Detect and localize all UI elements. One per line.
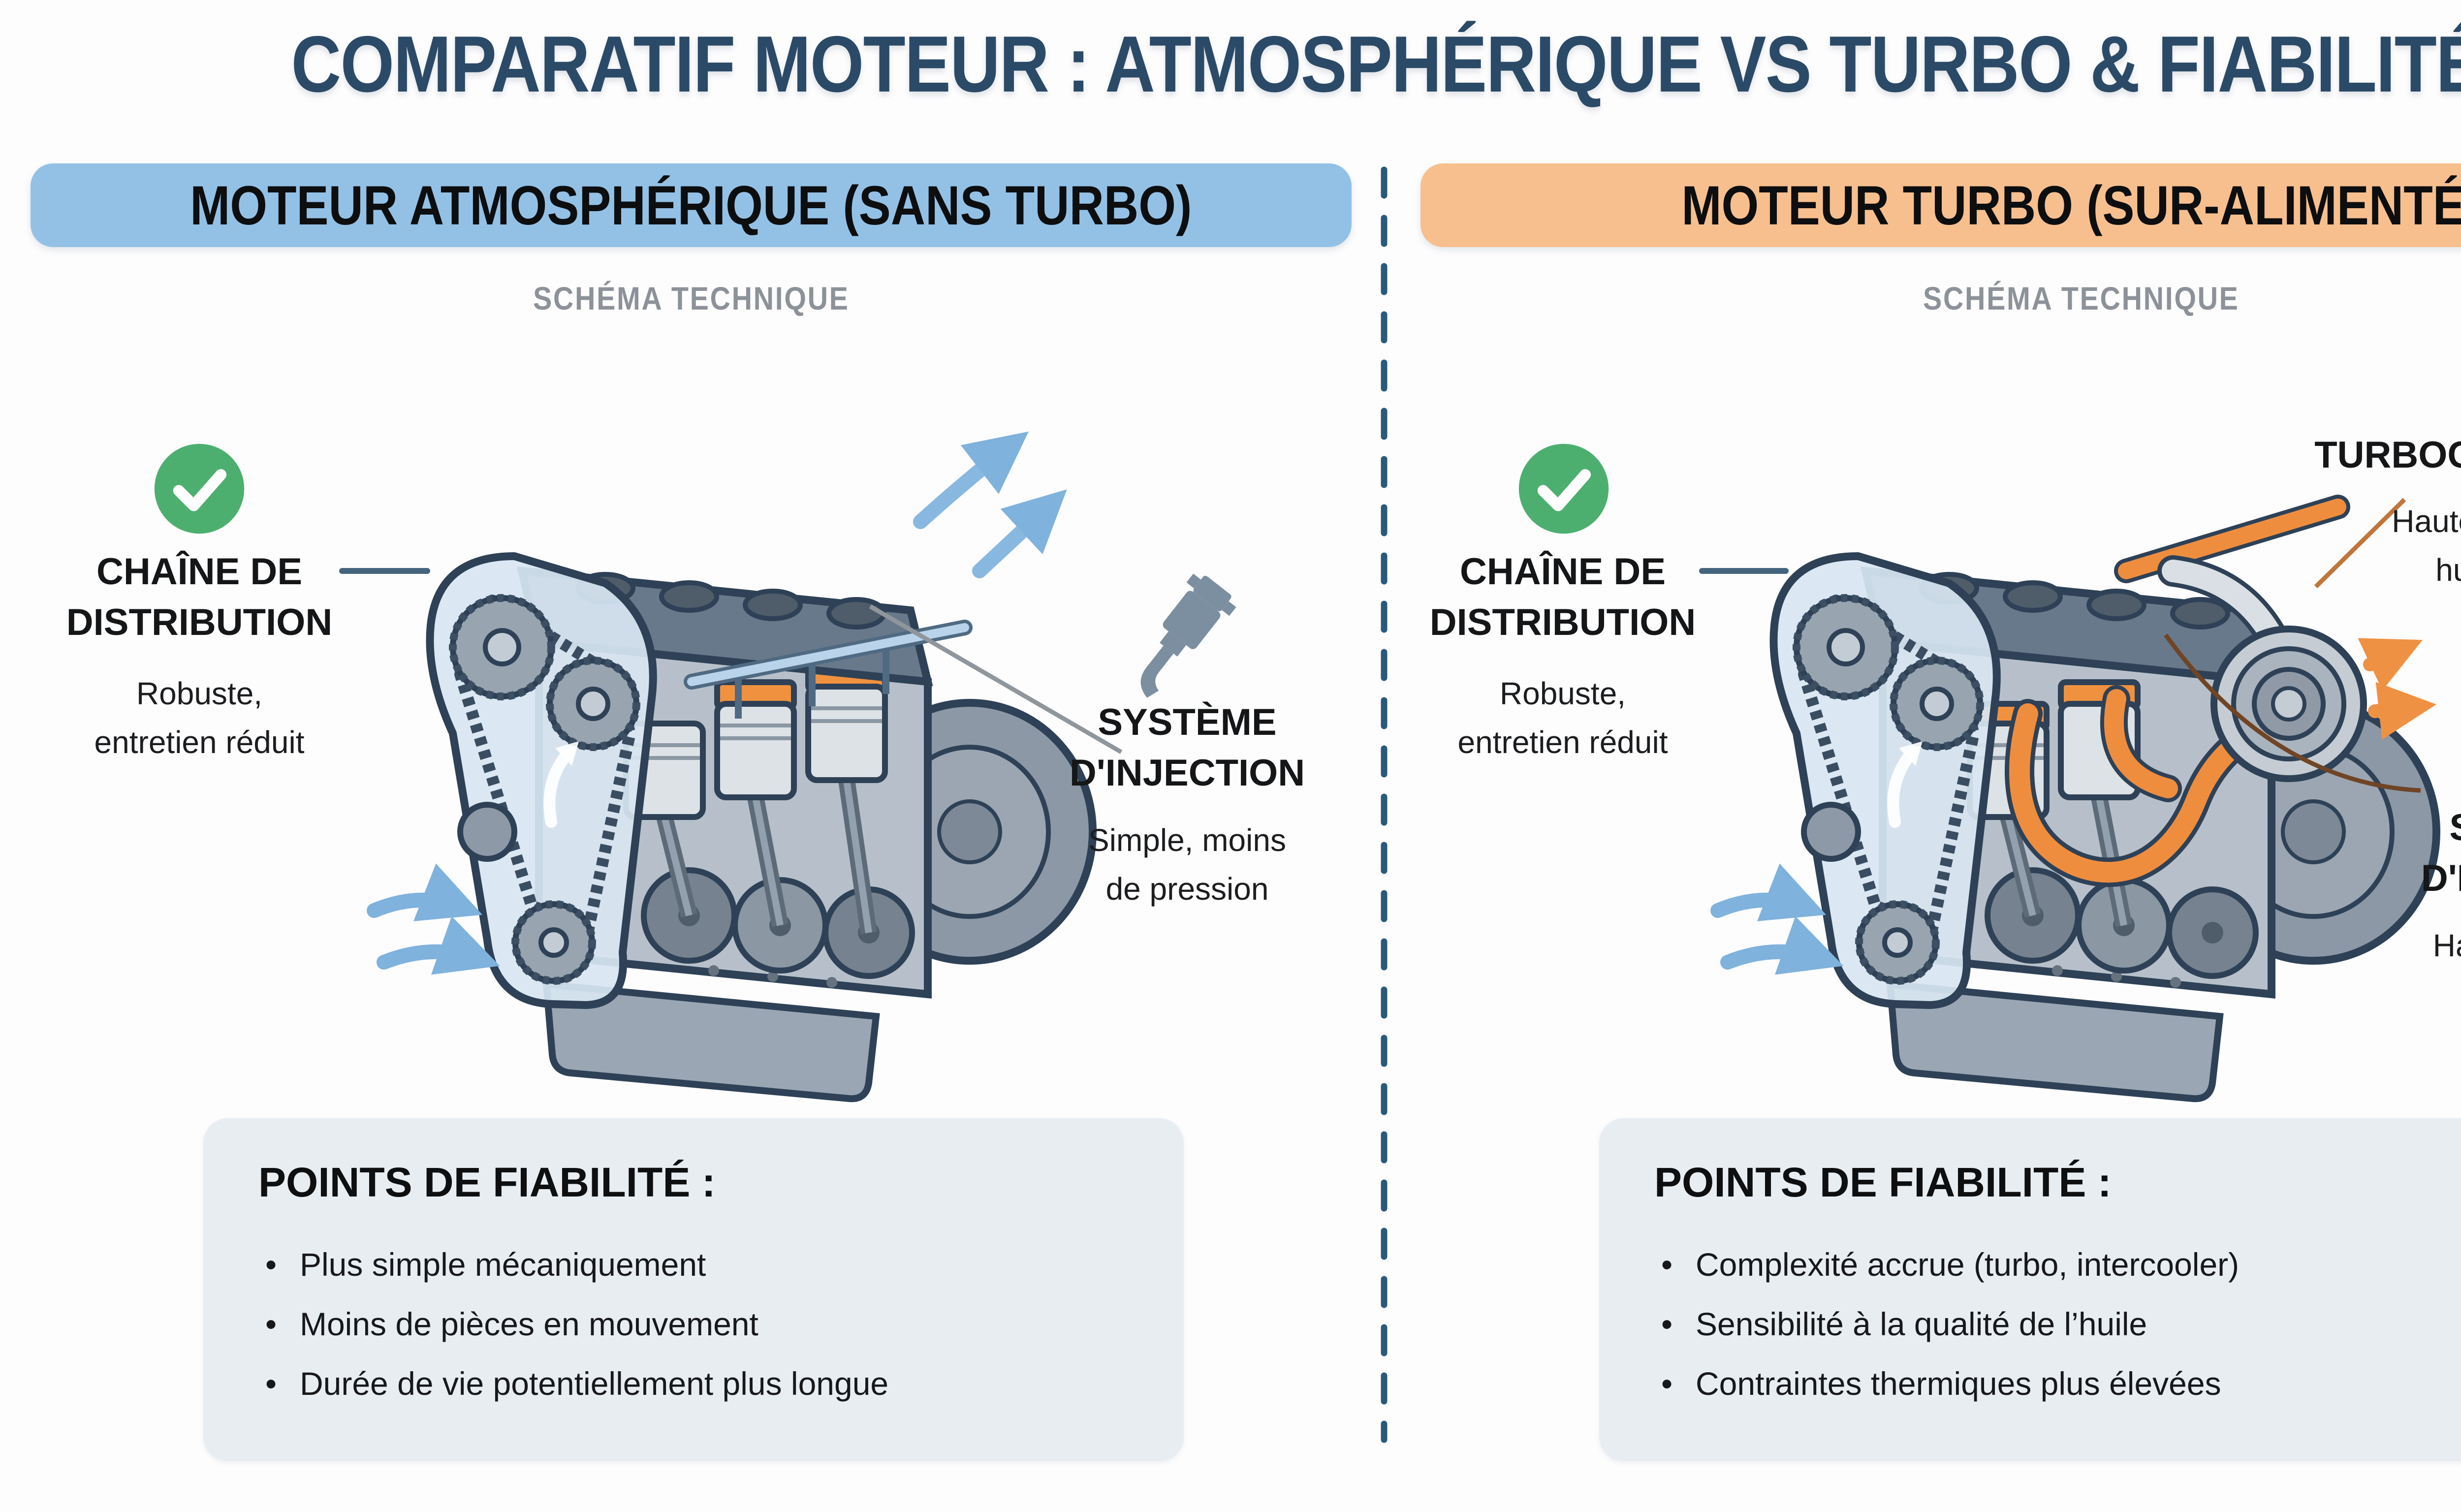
turbo-desc: Haute température, huile cruciale bbox=[2392, 504, 2461, 588]
injection-desc: Haute pression bbox=[2432, 928, 2461, 963]
oil-pan bbox=[542, 980, 880, 1102]
list-item: Sensibilité à la qualité de l’huile bbox=[1657, 1294, 2461, 1354]
reliability-box-turbo: POINTS DE FIABILITÉ : Complexité accrue … bbox=[1599, 1118, 2461, 1461]
list-item: Moins de pièces en mouvement bbox=[261, 1294, 1184, 1354]
list-item: Contraintes thermiques plus élevées bbox=[1657, 1354, 2461, 1414]
chain-title: CHAÎNE DE DISTRIBUTION bbox=[1429, 551, 1696, 643]
list-item: Complexité accrue (turbo, intercooler) bbox=[1657, 1235, 2461, 1294]
turbo-title: TURBOCOMPRESSEUR bbox=[2314, 434, 2461, 476]
reliability-title: POINTS DE FIABILITÉ : bbox=[258, 1159, 716, 1205]
check-icon bbox=[1518, 443, 1609, 534]
reliability-list: Complexité accrue (turbo, intercooler) S… bbox=[1657, 1235, 2461, 1414]
oil-pan bbox=[1886, 980, 2224, 1102]
chain-desc: Robuste, entretien réduit bbox=[94, 676, 305, 760]
chain-desc: Robuste, entretien réduit bbox=[1457, 676, 1668, 760]
chain-label-left: CHAÎNE DE DISTRIBUTION Robuste, entretie… bbox=[27, 537, 372, 776]
header-band-turbo: MOTEUR TURBO (SUR-ALIMENTÉ) bbox=[1420, 163, 2461, 247]
intake-airflow-icon bbox=[1710, 863, 1844, 975]
injector-icon bbox=[1140, 573, 1236, 698]
list-item: Plus simple mécaniquement bbox=[261, 1235, 1184, 1294]
check-icon bbox=[154, 443, 245, 534]
intake-airflow-icon bbox=[367, 863, 500, 975]
page-title: COMPARATIF MOTEUR : ATMOSPHÉRIQUE VS TUR… bbox=[291, 20, 2461, 109]
reliability-box-atmospheric: POINTS DE FIABILITÉ : Plus simple mécani… bbox=[203, 1118, 1184, 1461]
injection-label-right: SYSTÈME D'INJECTION Haute pression bbox=[2366, 793, 2461, 979]
injection-title: SYSTÈME D'INJECTION bbox=[1069, 701, 1305, 794]
crankshaft bbox=[1985, 867, 2259, 979]
exhaust-airflow-icon bbox=[913, 431, 1067, 578]
reliability-title: POINTS DE FIABILITÉ : bbox=[1654, 1159, 2112, 1205]
exhaust-airflow-icon bbox=[2358, 638, 2437, 740]
engine-illustration-atmospheric bbox=[367, 431, 1097, 1102]
list-item: Durée de vie potentiellement plus longue bbox=[261, 1354, 1184, 1414]
chain-title: CHAÎNE DE DISTRIBUTION bbox=[66, 551, 333, 643]
injection-desc: Simple, moins de pression bbox=[1088, 822, 1286, 907]
timing-chain-cover bbox=[426, 552, 657, 1009]
header-band-atmospheric: MOTEUR ATMOSPHÉRIQUE (SANS TURBO) bbox=[31, 163, 1352, 247]
timing-chain-cover bbox=[1769, 552, 2001, 1009]
schema-label-left: SCHÉMA TECHNIQUE bbox=[533, 280, 850, 316]
turbo-label: TURBOCOMPRESSEUR Haute température, huil… bbox=[2291, 421, 2461, 603]
reliability-list: Plus simple mécaniquement Moins de pièce… bbox=[261, 1235, 1184, 1414]
schema-label-right: SCHÉMA TECHNIQUE bbox=[1923, 280, 2240, 316]
chain-label-right: CHAÎNE DE DISTRIBUTION Robuste, entretie… bbox=[1390, 537, 1735, 776]
injection-title: SYSTÈME D'INJECTION bbox=[2421, 807, 2461, 899]
injection-label-left: SYSTÈME D'INJECTION Simple, moins de pre… bbox=[1015, 688, 1359, 922]
